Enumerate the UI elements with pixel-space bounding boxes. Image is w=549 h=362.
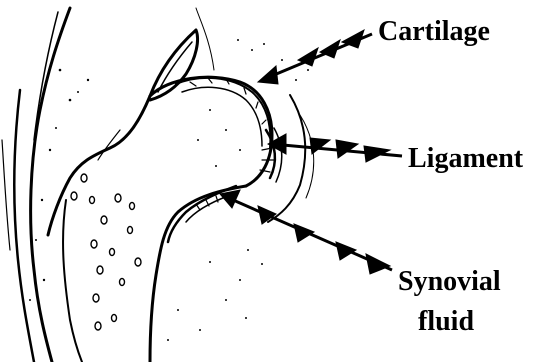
label-ligament: Ligament	[408, 145, 523, 173]
label-fluid: fluid	[418, 308, 474, 336]
bone-texture	[71, 174, 141, 330]
pelvis-bone	[2, 8, 314, 362]
arrow-ligament	[268, 134, 402, 162]
arrow-synovial-fluid	[220, 190, 392, 274]
femur	[48, 30, 272, 362]
label-synovial: Synovial	[398, 268, 501, 296]
arrow-cartilage	[258, 30, 372, 84]
label-cartilage: Cartilage	[378, 18, 490, 46]
cartilage-layer	[176, 78, 270, 148]
